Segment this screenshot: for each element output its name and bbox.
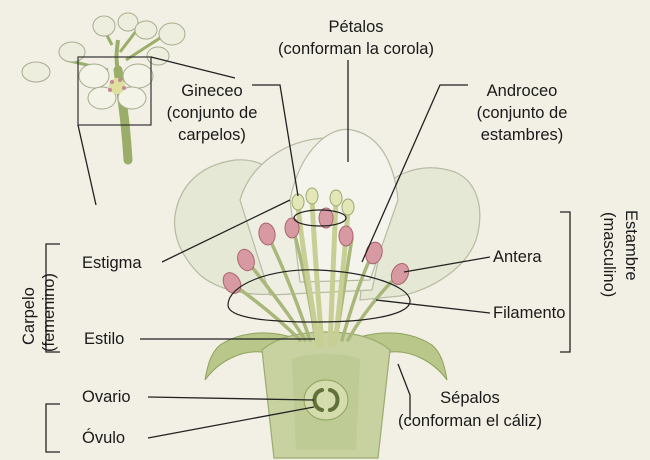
zoom-connector-right bbox=[151, 57, 235, 78]
label-gineceo-sub1: (conjunto de bbox=[167, 104, 258, 122]
label-ovario: Ovario bbox=[82, 388, 131, 406]
label-estilo: Estilo bbox=[84, 330, 124, 348]
label-gineceo-sub2: carpelos) bbox=[178, 126, 246, 144]
label-ovulo: Óvulo bbox=[82, 428, 125, 447]
label-androceo-sub1: (conjunto de bbox=[477, 104, 568, 122]
label-estambre-sub: (masculino) bbox=[600, 212, 618, 297]
receptacle bbox=[262, 332, 390, 458]
ovario-bracket bbox=[46, 404, 60, 452]
label-filamento: Filamento bbox=[493, 304, 565, 322]
label-androceo-sub2: estambres) bbox=[481, 126, 564, 144]
label-gineceo: Gineceo bbox=[181, 82, 242, 100]
estambre-bracket bbox=[560, 212, 570, 352]
label-estigma: Estigma bbox=[82, 254, 142, 272]
label-estambre: Estambre bbox=[622, 210, 640, 281]
label-petalos-sub: (conforman la corola) bbox=[278, 40, 434, 58]
label-androceo: Androceo bbox=[487, 82, 558, 100]
label-sepalos: Sépalos bbox=[440, 389, 500, 407]
label-carpelo-sub: (femenino) bbox=[40, 273, 58, 352]
label-antera: Antera bbox=[493, 248, 542, 266]
zoom-connector-left bbox=[78, 125, 96, 205]
label-carpelo: Carpelo bbox=[20, 287, 38, 345]
label-petalos: Pétalos bbox=[328, 18, 383, 36]
label-sepalos-sub: (conforman el cáliz) bbox=[398, 412, 542, 430]
